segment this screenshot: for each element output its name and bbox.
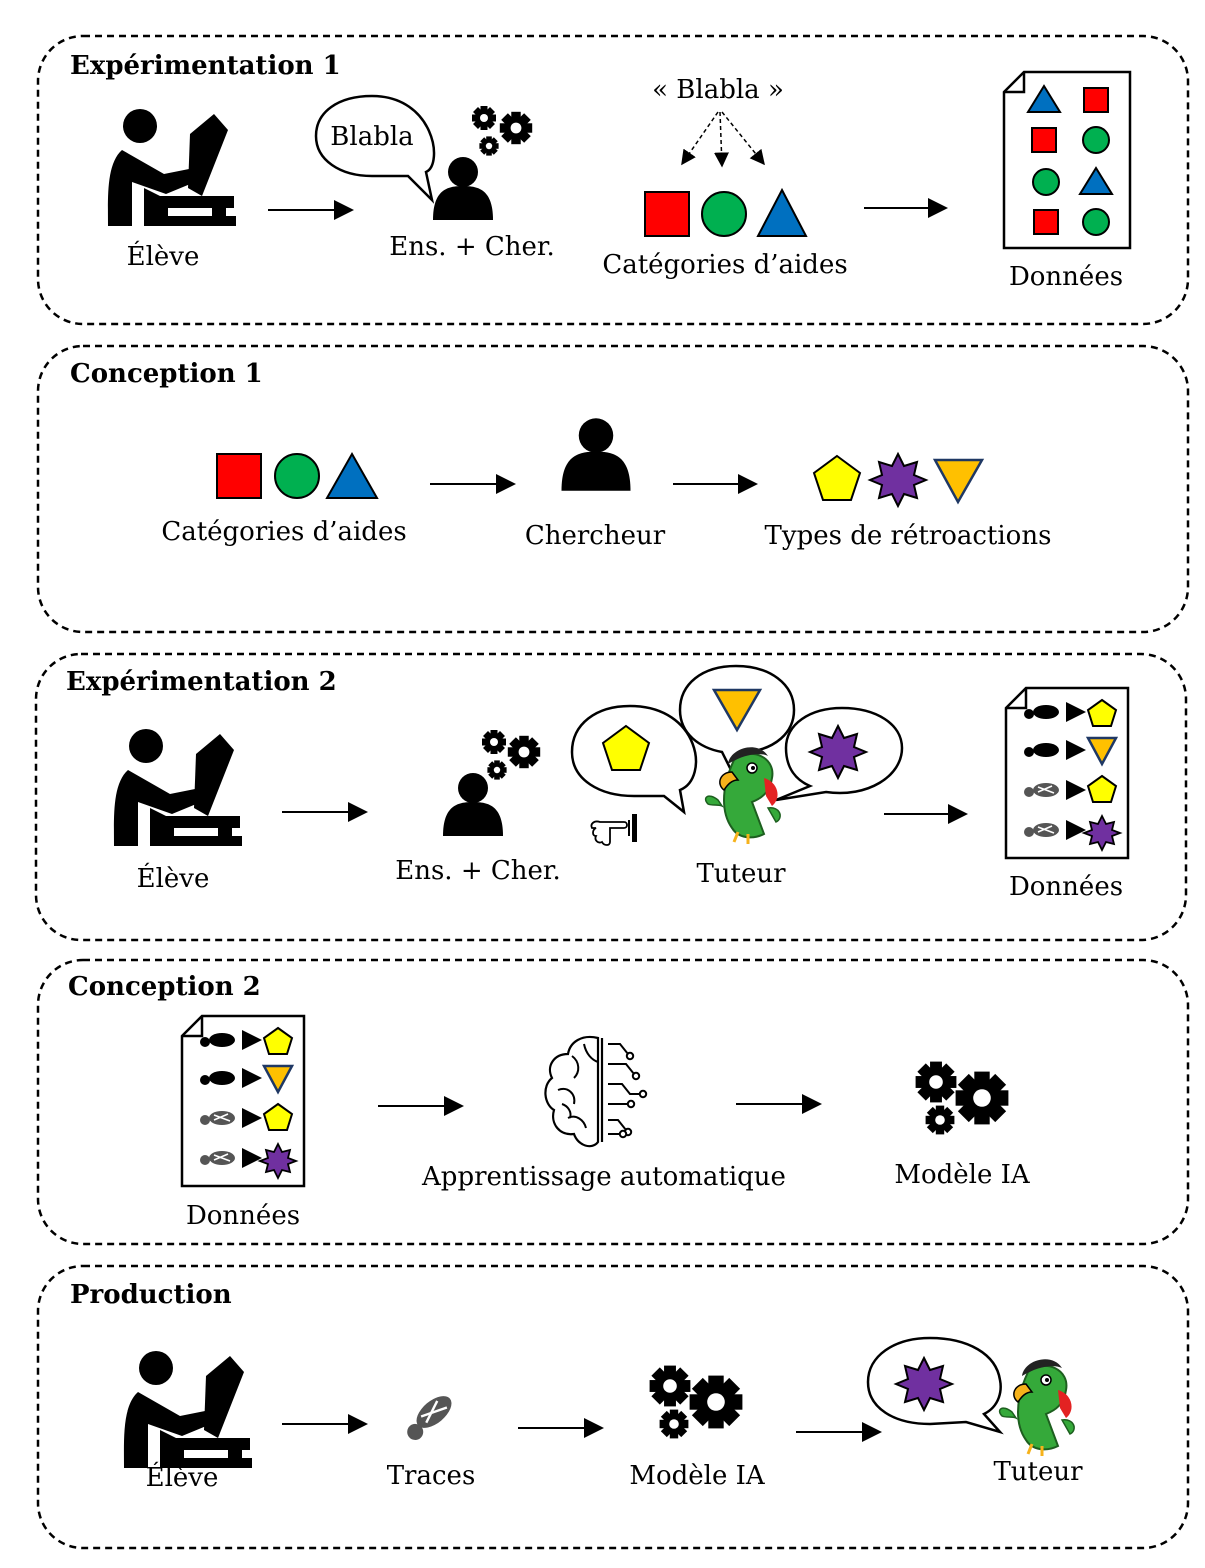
ai-model-gears-icon <box>649 1365 743 1439</box>
bubble-star <box>866 1336 1004 1435</box>
orange-triangle-shape <box>711 688 763 733</box>
yellow-pentagon-shape <box>601 724 651 771</box>
bubble-pentagon <box>570 704 698 816</box>
red-square-shape <box>644 191 690 237</box>
help-category-shapes <box>216 451 379 499</box>
brain-icon <box>544 1035 648 1148</box>
data-document-icon <box>180 1014 306 1188</box>
label-traces: Traces <box>387 1461 476 1491</box>
purple-star-shape <box>893 1355 955 1413</box>
panel-title: Conception 2 <box>68 972 261 1002</box>
label-eleve: Élève <box>137 862 210 894</box>
panel-conception-1 <box>36 344 1190 634</box>
panel-experimentation-1 <box>36 34 1190 326</box>
person-icon <box>433 157 493 220</box>
quote-blabla: « Blabla » <box>652 75 784 105</box>
blue-triangle-shape <box>756 187 808 237</box>
gears-icon <box>482 730 541 780</box>
bubble-text: Blabla <box>330 122 413 152</box>
data-document-icon <box>1002 70 1132 250</box>
label-chercheur: Chercheur <box>525 521 666 551</box>
ai-model-gears-icon <box>915 1061 1009 1135</box>
orange-triangle-shape <box>932 458 985 505</box>
researcher-person-icon <box>561 418 631 491</box>
blue-triangle-shape <box>325 451 379 499</box>
label-tuteur: Tuteur <box>696 859 786 889</box>
pointing-hand-icon <box>590 813 638 846</box>
label-tuteur: Tuteur <box>993 1457 1083 1487</box>
label-categories: Catégories d’aides <box>161 517 406 547</box>
purple-star-shape <box>807 723 869 781</box>
label-eleve: Élève <box>127 240 200 272</box>
panel-title: Production <box>70 1280 232 1310</box>
label-donnees: Données <box>1009 872 1123 902</box>
label-apprentissage: Apprentissage automatique <box>421 1162 786 1192</box>
label-categories: Catégories d’aides <box>602 250 847 280</box>
label-modele-ia: Modèle IA <box>894 1160 1031 1190</box>
gears-icon <box>472 106 533 156</box>
student-at-computer-icon <box>107 109 236 226</box>
yellow-pentagon-shape <box>812 454 862 501</box>
label-ens-cher: Ens. + Cher. <box>389 232 555 262</box>
panel-title: Expérimentation 1 <box>70 51 341 81</box>
label-donnees: Données <box>186 1201 300 1231</box>
red-square-shape <box>216 453 262 499</box>
dashed-arrows <box>681 111 765 168</box>
student-at-computer-icon <box>113 729 242 846</box>
panel-title: Conception 1 <box>70 359 263 389</box>
panel-experimentation-2 <box>34 652 1188 942</box>
person-icon <box>443 773 503 836</box>
parrot-tutor-icon <box>704 745 782 846</box>
purple-star-shape <box>867 451 929 509</box>
green-circle-shape <box>701 191 747 237</box>
label-eleve: Élève <box>146 1461 219 1493</box>
speech-bubble: Blabla <box>314 94 436 204</box>
student-at-computer-icon <box>123 1351 252 1468</box>
panel-title: Expérimentation 2 <box>66 667 337 697</box>
feedback-type-shapes <box>812 451 985 509</box>
footprint-traces-icon <box>398 1388 459 1445</box>
help-category-shapes <box>644 187 808 237</box>
label-donnees: Données <box>1009 262 1123 292</box>
label-ens-cher: Ens. + Cher. <box>395 856 561 886</box>
panel-production <box>36 1264 1190 1550</box>
parrot-tutor-icon <box>998 1357 1076 1458</box>
bubble-star <box>775 706 904 802</box>
data-document-icon <box>1004 686 1130 860</box>
panel-conception-2 <box>36 958 1190 1246</box>
label-modele-ia: Modèle IA <box>629 1461 766 1491</box>
green-circle-shape <box>274 453 320 499</box>
label-types-retroactions: Types de rétroactions <box>765 521 1052 551</box>
